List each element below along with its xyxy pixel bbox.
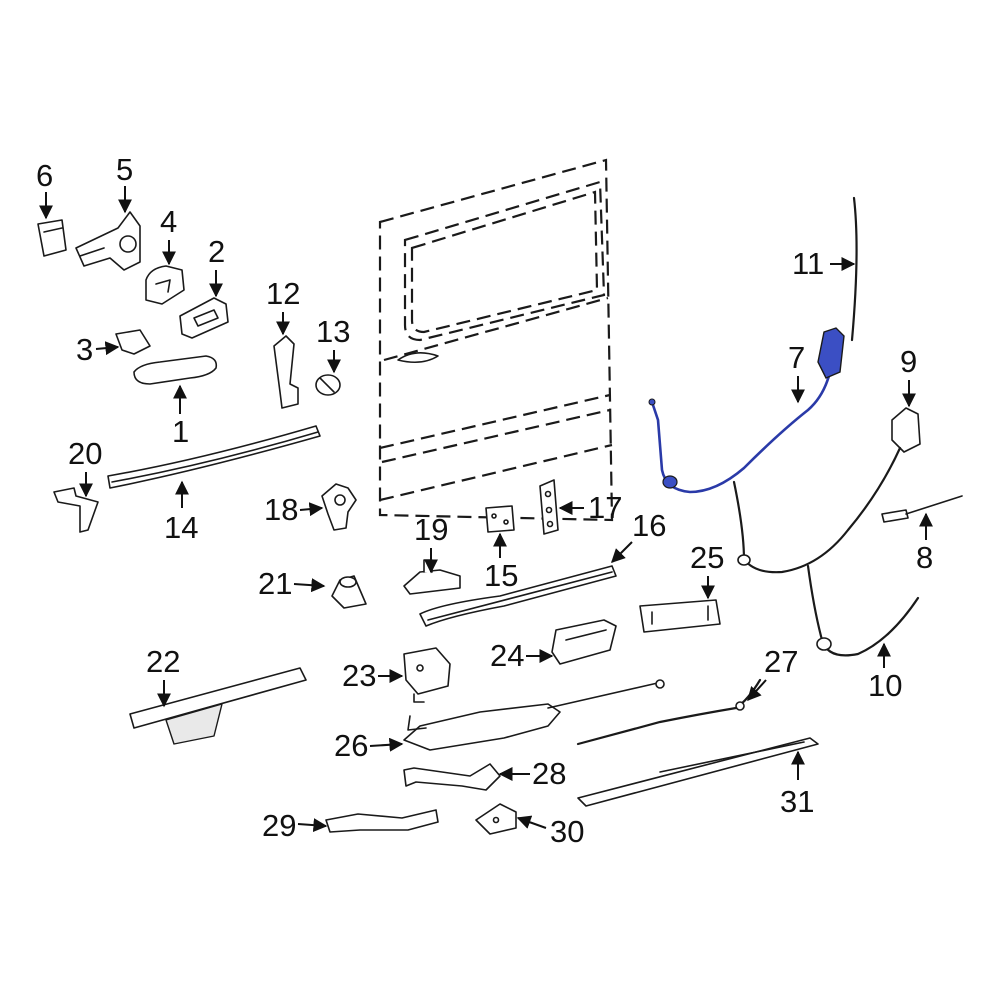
- callout-30: 30: [550, 814, 584, 849]
- callout-23: 23: [342, 658, 376, 693]
- part-7-cable-line: [650, 370, 832, 494]
- part-9-remote-control[interactable]: [732, 407, 921, 574]
- part-25-trim-plate[interactable]: [639, 599, 721, 633]
- callouts: 6 5 4 2 3 1 12 13 20 14 18 19 15 17 16 2…: [36, 152, 933, 849]
- callout-24: 24: [490, 638, 524, 673]
- callout-26: 26: [334, 728, 368, 763]
- callout-31: 31: [780, 784, 814, 819]
- callout-5: 5: [116, 152, 133, 187]
- callout-18: 18: [264, 492, 298, 527]
- callout-22: 22: [146, 644, 180, 679]
- leader-21: [293, 578, 326, 593]
- part-10-cable[interactable]: [806, 564, 920, 657]
- part-13-plug[interactable]: [315, 374, 341, 396]
- part-22-track-cover[interactable]: [129, 667, 307, 745]
- callout-3: 3: [76, 332, 93, 367]
- part-6-cap[interactable]: [37, 219, 67, 257]
- callout-2: 2: [208, 234, 225, 269]
- callout-25: 25: [690, 540, 724, 575]
- part-28-arm-link[interactable]: [403, 763, 501, 791]
- part-11-rod[interactable]: [850, 196, 858, 342]
- part-29-arm[interactable]: [325, 809, 439, 833]
- leader-26: [369, 737, 404, 752]
- part-15-plate[interactable]: [485, 505, 515, 533]
- part-7-connector: [662, 475, 678, 489]
- callout-10: 10: [868, 668, 902, 703]
- part-7-actuator-body: [817, 327, 845, 379]
- callout-16: 16: [632, 508, 666, 543]
- callout-15: 15: [484, 558, 518, 593]
- part-4-handle-cover[interactable]: [145, 265, 185, 305]
- callout-28: 28: [532, 756, 566, 791]
- part-24-cover[interactable]: [551, 619, 617, 665]
- part-17-striker-plate[interactable]: [539, 479, 559, 535]
- callout-21: 21: [258, 566, 292, 601]
- part-27-cable[interactable]: [576, 678, 762, 746]
- part-3-handle-cap[interactable]: [115, 329, 151, 355]
- part-5-handle-bracket[interactable]: [75, 211, 141, 271]
- part-18-roller-bracket[interactable]: [321, 483, 357, 531]
- part-7-end: [648, 398, 656, 406]
- callout-27: 27: [764, 644, 798, 679]
- callout-19: 19: [414, 512, 448, 547]
- callout-9: 9: [900, 344, 917, 379]
- callout-13: 13: [316, 314, 350, 349]
- callout-29: 29: [262, 808, 296, 843]
- part-2-handle-housing[interactable]: [179, 297, 229, 339]
- callout-8: 8: [916, 540, 933, 575]
- part-16-lower-track[interactable]: [419, 565, 617, 627]
- leader-3: [95, 341, 120, 356]
- part-21-roller[interactable]: [331, 575, 367, 609]
- callout-7: 7: [788, 340, 805, 375]
- callout-20: 20: [68, 436, 102, 471]
- callout-4: 4: [160, 204, 177, 239]
- part-26-lower-arm[interactable]: [403, 679, 665, 751]
- leader-30: [516, 815, 547, 829]
- callout-14: 14: [164, 510, 198, 545]
- part-23-hinge-bracket[interactable]: [403, 647, 451, 703]
- leader-29: [297, 818, 328, 833]
- part-12-strap[interactable]: [273, 335, 299, 409]
- part-14-upper-track-trim[interactable]: [107, 425, 321, 489]
- part-30-hinge[interactable]: [475, 803, 517, 835]
- sliding-door-outline: [378, 158, 614, 522]
- callout-12: 12: [266, 276, 300, 311]
- part-31-sill-plate[interactable]: [577, 737, 819, 807]
- callout-17: 17: [588, 490, 622, 525]
- part-20-bracket[interactable]: [53, 487, 99, 533]
- leader-16: [611, 541, 633, 563]
- part-1-outside-handle[interactable]: [133, 355, 218, 385]
- callout-1: 1: [172, 414, 189, 449]
- callout-6: 6: [36, 158, 53, 193]
- callout-11: 11: [792, 246, 824, 281]
- leader-27: [747, 679, 767, 702]
- leader-18: [299, 502, 324, 517]
- part-7-actuator-cable-highlighted[interactable]: [648, 327, 845, 494]
- part-8-rod[interactable]: [881, 495, 963, 523]
